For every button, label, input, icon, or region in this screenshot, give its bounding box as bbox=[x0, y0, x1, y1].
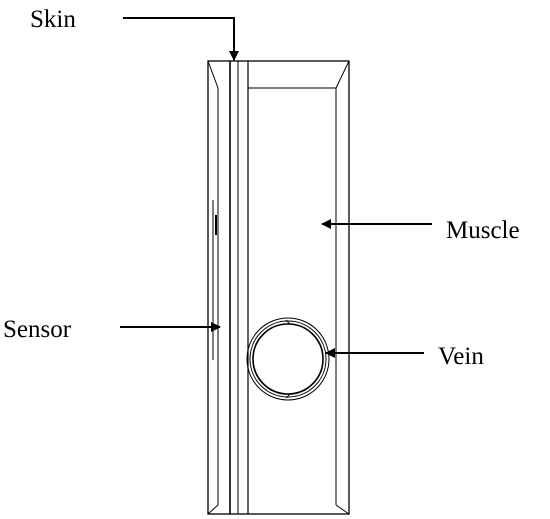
vein-outer-ring bbox=[246, 317, 330, 401]
skin-layer bbox=[229, 61, 249, 514]
bevel-corner-bottom bbox=[335, 504, 350, 515]
sensor-layer bbox=[212, 88, 219, 505]
bevel-top-left bbox=[207, 60, 219, 89]
annotation-arrows bbox=[120, 17, 432, 358]
bevel-bottom-left bbox=[207, 504, 219, 515]
block-bevel bbox=[248, 87, 337, 505]
skin-label: Skin bbox=[30, 6, 76, 33]
sensor-label: Sensor bbox=[3, 316, 72, 343]
skin-arrow bbox=[123, 17, 239, 61]
vein-label: Vein bbox=[438, 343, 484, 370]
vein-mid-ring bbox=[249, 320, 327, 398]
vein bbox=[246, 317, 330, 401]
tissue-block bbox=[207, 60, 350, 515]
vein-inner-ring bbox=[252, 323, 324, 395]
muscle-label: Muscle bbox=[446, 217, 520, 244]
bevel-corner-top bbox=[335, 60, 350, 89]
block-outline bbox=[207, 60, 350, 515]
